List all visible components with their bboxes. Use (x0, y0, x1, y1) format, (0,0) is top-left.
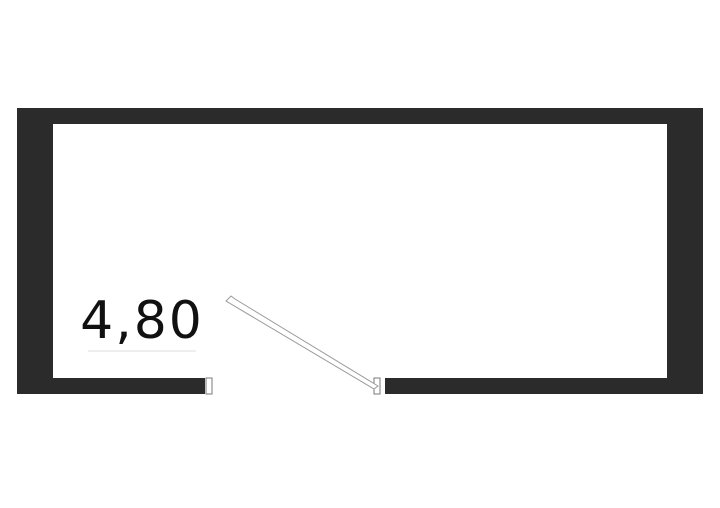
wall-bottom-left (17, 378, 205, 394)
door-jamb-left (205, 377, 213, 395)
walls (17, 108, 703, 394)
wall-bottom-right (385, 378, 703, 394)
wall-left (17, 108, 53, 394)
area-label: 4,80 (80, 291, 204, 351)
wall-right (667, 108, 703, 394)
door-panel (225, 295, 379, 390)
door-leaf (225, 295, 379, 390)
wall-top (17, 108, 703, 124)
